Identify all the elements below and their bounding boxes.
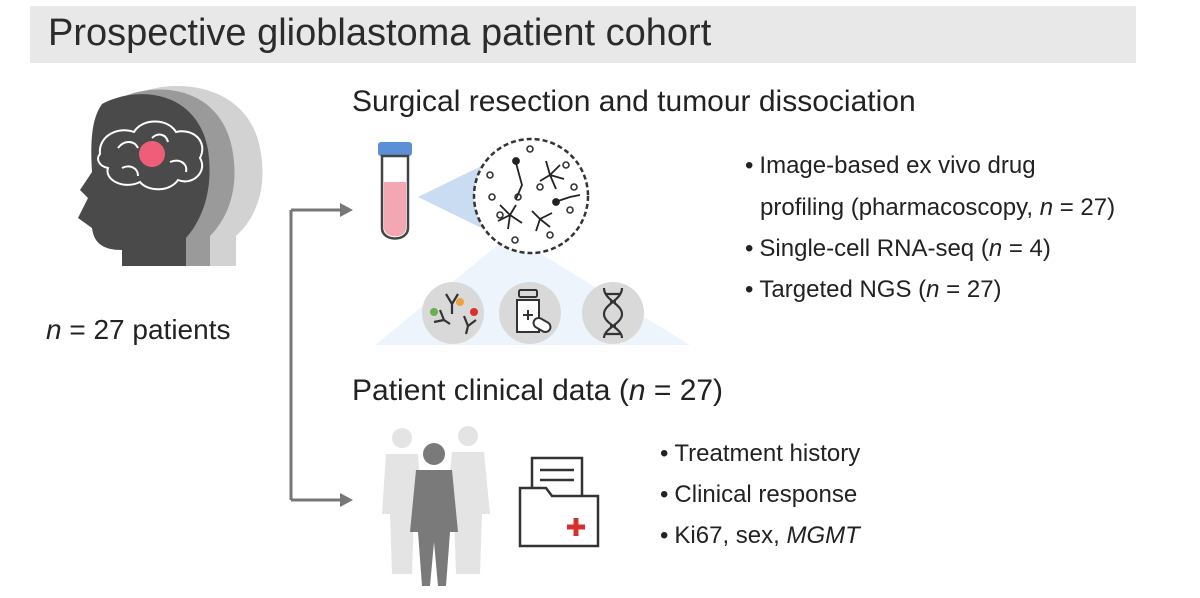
resection-heading: Surgical resection and tumour dissociati… <box>352 85 916 118</box>
arrow-icon <box>289 203 353 507</box>
n-symbol: n <box>926 276 940 303</box>
medical-folder-icon <box>518 456 600 548</box>
cohort-count: n = 27 patients <box>46 314 230 346</box>
mgmt-italic: MGMT <box>786 522 860 549</box>
resection-bullet-1-cont-text: profiling (pharmacoscopy, <box>760 194 1040 221</box>
bullet-marker: • <box>660 440 669 467</box>
resection-bullet-2-text: Single-cell RNA-seq ( <box>759 235 989 262</box>
n-symbol: n <box>628 374 646 407</box>
n-symbol: n <box>988 235 1003 262</box>
bullet-marker: • <box>745 152 754 179</box>
patients-silhouette-icon <box>382 426 490 586</box>
clinical-bullet-3-text: Ki67, sex, <box>674 522 787 549</box>
title-bar: Prospective glioblastoma patient cohort <box>30 6 1136 63</box>
antibody-icon <box>422 282 484 344</box>
resection-bullet-3-text: Targeted NGS ( <box>759 276 927 303</box>
test-tube-icon <box>378 142 412 240</box>
dna-icon <box>582 282 644 344</box>
resection-bullet-1-continuation: profiling (pharmacoscopy, n = 27) <box>760 194 1115 222</box>
cohort-n-symbol: n <box>46 314 62 345</box>
n-symbol: n <box>1039 194 1054 221</box>
clinical-heading-pre: Patient clinical data ( <box>352 374 629 407</box>
brain-icon <box>97 120 204 191</box>
drug-bottle-icon <box>499 282 561 344</box>
resection-bullet-2: •Single-cell RNA-seq (n = 4) <box>745 235 1051 263</box>
resection-bullet-3: •Targeted NGS (n = 27) <box>745 276 1002 304</box>
resection-bullet-1-text: Image-based ex vivo drug <box>759 152 1036 179</box>
bullet-marker: • <box>660 522 669 549</box>
resection-bullet-3-post: = 27) <box>939 276 1002 303</box>
figure-title: Prospective glioblastoma patient cohort <box>48 12 712 54</box>
clinical-bullet-3: •Ki67, sex, MGMT <box>660 522 860 550</box>
bullet-marker: • <box>745 276 754 303</box>
resection-bullet-1: •Image-based ex vivo drug <box>745 152 1036 180</box>
resection-bullet-1-post: = 27) <box>1053 194 1116 221</box>
head-silhouette-icon <box>78 85 263 267</box>
resection-bullet-2-post: = 4) <box>1002 235 1051 262</box>
clinical-bullet-2: •Clinical response <box>660 481 857 509</box>
clinical-heading-post: = 27) <box>645 374 724 407</box>
bullet-marker: • <box>745 235 754 262</box>
bullet-marker: • <box>660 481 669 508</box>
magnified-cells-icon <box>472 137 590 255</box>
clinical-heading: Patient clinical data (n = 27) <box>352 374 723 408</box>
cohort-count-text: = 27 patients <box>61 314 231 345</box>
clinical-bullet-2-text: Clinical response <box>674 481 858 508</box>
tumour-icon <box>139 141 165 167</box>
clinical-bullet-1-text: Treatment history <box>674 440 861 467</box>
clinical-bullet-1: •Treatment history <box>660 440 860 468</box>
head-front-silhouette <box>78 94 210 266</box>
